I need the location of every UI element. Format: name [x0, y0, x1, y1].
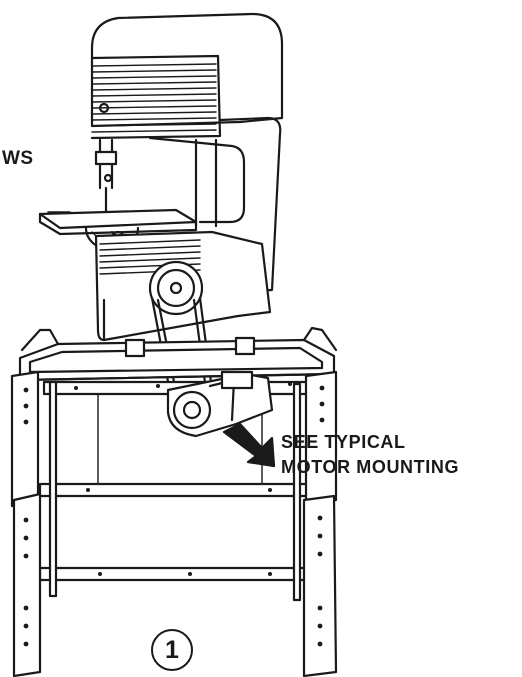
callout-arrow: [222, 422, 276, 468]
saw-pulley: [148, 260, 204, 316]
blade-guide-post: [94, 138, 118, 214]
stand-legs: [10, 370, 338, 677]
stand-top-frame: [18, 326, 338, 382]
motor: [166, 370, 274, 438]
saw-arm: [148, 116, 282, 294]
figure-number: 1: [165, 635, 179, 664]
upper-wheel-housing: [90, 12, 284, 140]
cut-off-title-fragment: WS: [2, 148, 34, 169]
figure-number-badge: 1: [151, 629, 193, 671]
bolt-holes: [23, 382, 325, 647]
saw-table: [38, 208, 198, 252]
callout-line-2: MOTOR MOUNTING: [281, 457, 460, 477]
motor-mounting-callout: SEE TYPICAL MOTOR MOUNTING: [281, 430, 459, 480]
callout-line-1: SEE TYPICAL: [281, 432, 406, 452]
